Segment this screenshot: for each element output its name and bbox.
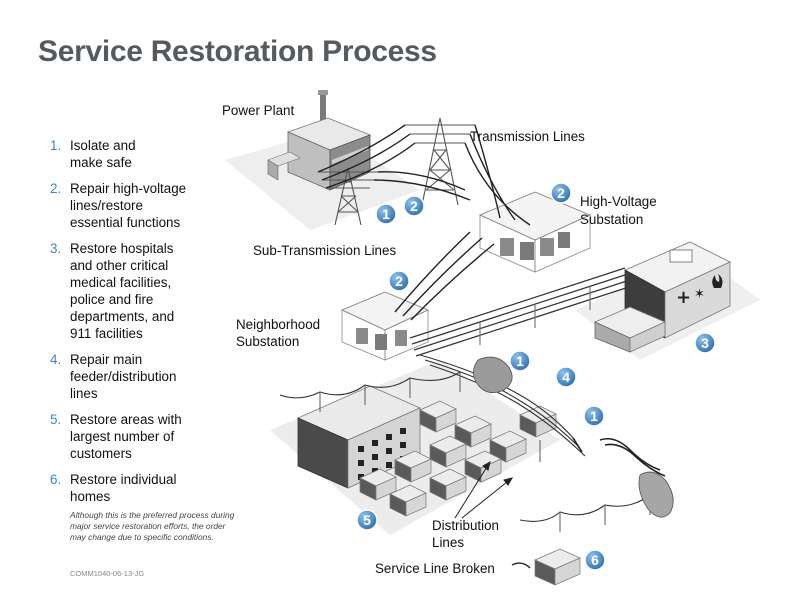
document-code: COMM1040-06-13-JG	[70, 569, 145, 578]
svg-text:2: 2	[557, 185, 565, 201]
svg-text:6: 6	[591, 552, 599, 568]
fallen-tree	[473, 356, 674, 518]
step-number: 5.	[50, 412, 62, 427]
house	[429, 468, 467, 501]
neighborhood-substation	[341, 291, 429, 361]
step-number: 2.	[50, 181, 62, 196]
step-badge: 6	[584, 549, 606, 571]
house	[419, 400, 457, 433]
house	[464, 450, 502, 483]
distribution-arrows	[454, 460, 514, 519]
label-service-line-broken: Service Line Broken	[375, 561, 495, 576]
feeder-lines	[409, 267, 633, 357]
power-plant-building	[267, 90, 372, 191]
houses	[359, 400, 557, 517]
label-transmission-lines: Transmission Lines	[470, 129, 585, 144]
svg-text:2: 2	[395, 273, 403, 289]
svg-text:2: 2	[410, 198, 418, 214]
transmission-tower	[318, 167, 378, 226]
svg-text:3: 3	[701, 335, 709, 351]
label-neighborhood-line2: Substation	[236, 334, 299, 349]
step-number: 1.	[50, 138, 62, 153]
label-high-voltage-line2: Substation	[580, 212, 643, 227]
distribution-lines	[279, 354, 651, 522]
house	[429, 435, 467, 468]
label-neighborhood-line1: Neighborhood	[236, 317, 320, 332]
step-badge: 4	[555, 366, 577, 388]
step-badge: 3	[694, 332, 716, 354]
step-badge: 1	[375, 203, 397, 225]
svg-text:✶: ✶	[694, 287, 705, 302]
step-badge: 1	[509, 350, 531, 372]
service-house	[534, 548, 581, 586]
svg-text:5: 5	[363, 512, 371, 528]
house	[359, 468, 397, 501]
broken-lines	[572, 437, 666, 477]
step-badge: 2	[403, 195, 425, 217]
transmission-lines	[317, 124, 531, 226]
step-badge: 5	[356, 509, 378, 531]
svg-text:1: 1	[590, 408, 598, 424]
broken-service-line	[511, 562, 531, 569]
svg-text:4: 4	[562, 369, 570, 385]
step-badge: 2	[550, 182, 572, 204]
step-badge: 2	[388, 270, 410, 292]
label-distribution-line1: Distribution	[432, 518, 499, 533]
step-badge: 1	[583, 405, 605, 427]
label-power-plant: Power Plant	[222, 103, 294, 118]
step-number: 6.	[50, 472, 62, 487]
disclaimer-note: Although this is the preferred process d…	[70, 510, 235, 542]
label-distribution-line2: Lines	[432, 535, 464, 550]
sub-transmission-lines	[394, 231, 495, 321]
transmission-tower	[405, 117, 475, 206]
house	[389, 484, 427, 517]
page-title: Service Restoration Process	[38, 35, 437, 68]
high-voltage-substation	[478, 191, 592, 273]
step-number: 4.	[50, 352, 62, 367]
svg-text:+: +	[676, 287, 691, 308]
feeder-poles	[479, 287, 591, 345]
house	[454, 415, 492, 448]
svg-text:1: 1	[382, 206, 390, 222]
hospital-building: + ✶	[594, 241, 731, 353]
label-high-voltage-line1: High-Voltage	[580, 194, 657, 209]
house	[489, 430, 527, 463]
step-number: 3.	[50, 241, 62, 256]
house	[394, 450, 432, 483]
svg-text:1: 1	[516, 353, 524, 369]
label-sub-transmission-lines: Sub-Transmission Lines	[253, 243, 396, 258]
house	[519, 405, 557, 438]
apartment-building	[297, 385, 421, 489]
